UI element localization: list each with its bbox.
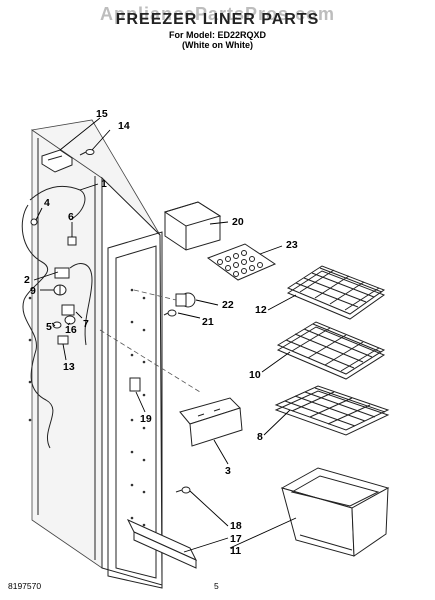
clip — [67, 236, 77, 246]
callout-5[interactable]: 5 — [46, 321, 52, 333]
page-number: 5 — [214, 581, 219, 591]
freezer-liner — [28, 119, 163, 589]
callout-18[interactable]: 18 — [230, 520, 242, 532]
callout-21[interactable]: 21 — [202, 316, 214, 328]
callout-23[interactable]: 23 — [286, 239, 298, 251]
callout-13[interactable]: 13 — [63, 361, 75, 373]
callout-19[interactable]: 19 — [140, 413, 152, 425]
callout-6[interactable]: 6 — [68, 211, 74, 223]
switch — [129, 377, 141, 392]
light-socket-assembly — [52, 304, 76, 345]
callout-17[interactable]: 17 — [230, 533, 242, 545]
socket-and-screw — [163, 292, 196, 317]
callout-20[interactable]: 20 — [232, 216, 244, 228]
callout-10[interactable]: 10 — [249, 369, 261, 381]
callout-9[interactable]: 9 — [30, 285, 36, 297]
ice-cube-tray — [206, 243, 277, 281]
callout-15[interactable]: 15 — [96, 108, 108, 120]
wire-shelf-8 — [274, 385, 390, 436]
callout-2[interactable]: 2 — [24, 274, 30, 286]
callout-22[interactable]: 22 — [222, 299, 234, 311]
document-number: 8197570 — [8, 581, 42, 591]
color-line: (White on White) — [182, 40, 253, 50]
callout-11[interactable]: 11 — [230, 545, 242, 557]
page-title: FREEZER LINER PARTS — [115, 11, 320, 28]
watermark-text: AppliancePartsPros.com — [99, 4, 336, 24]
callout-16[interactable]: 16 — [65, 324, 77, 336]
freezer-basket — [280, 467, 390, 557]
callout-7[interactable]: 7 — [83, 318, 89, 330]
screw-top — [79, 149, 95, 156]
wire-shelf-10 — [276, 321, 386, 380]
thermostat-assembly — [53, 267, 70, 296]
callout-4[interactable]: 4 — [44, 197, 50, 209]
callout-12[interactable]: 12 — [255, 304, 267, 316]
wire-shelf-12 — [286, 265, 386, 320]
callout-3[interactable]: 3 — [225, 465, 231, 477]
model-line: For Model: ED22RQXD — [168, 30, 266, 40]
callout-1[interactable]: 1 — [101, 178, 107, 190]
screw-4 — [30, 218, 38, 226]
leader-lines — [33, 117, 297, 553]
bottom-rail — [126, 486, 198, 569]
ice-bin — [163, 201, 222, 251]
shelf-support — [179, 397, 243, 447]
callout-14[interactable]: 14 — [118, 120, 130, 132]
callout-8[interactable]: 8 — [257, 431, 263, 443]
